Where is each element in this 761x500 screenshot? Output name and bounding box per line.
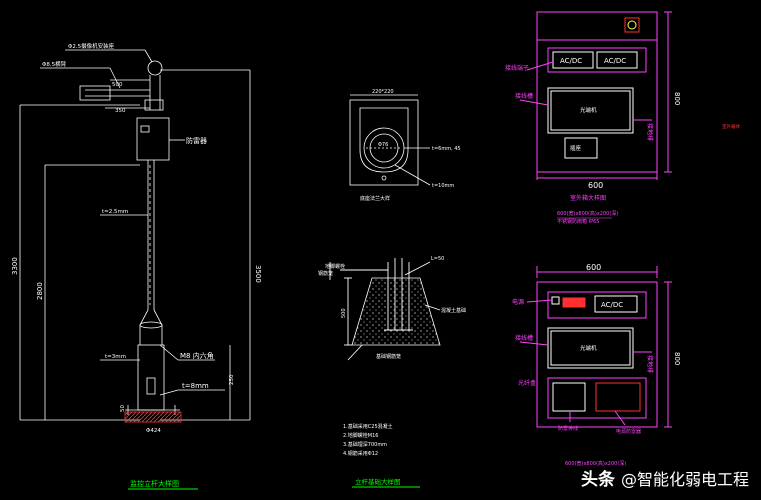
pole-arm-dim-b: 350 (115, 108, 126, 114)
cabinet-1-spec-2: 不锈钢防雨箱 IP65 (557, 218, 599, 225)
pole-thickness-label: t=2.5mm (102, 209, 128, 215)
pole-dim-base-h: 250 (229, 374, 235, 385)
pole-note-top: Φ2.5摄像机安装座 (68, 42, 115, 50)
foundation-top-dim: L=50 (431, 256, 444, 262)
cabinet-1-side-note: 室外箱体 (722, 123, 740, 130)
pole-drawing (19, 49, 251, 421)
foundation-label-rebar: 钢筋笼 (318, 270, 333, 277)
flange-drawing (349, 94, 431, 186)
foundation-label-bolt: 地脚螺栓 (325, 263, 345, 270)
cabinet-1-acdc-1: AC/DC (560, 57, 582, 65)
foundation-note-1: 1.基础采用C25混凝土 (343, 423, 393, 430)
pole-thickness-base-label: t=3mm (105, 354, 126, 360)
pole-box-label: 防雷器 (186, 136, 207, 145)
cabinet-2-acdc: AC/DC (601, 301, 623, 309)
cabinet-1-label-ground: 接地排 (646, 123, 654, 141)
flange-top-dim: 220*220 (372, 89, 394, 95)
watermark-handle: @智能化弱电工程 (620, 469, 749, 489)
cabinet-2-label-sensor: 光纤盒 (518, 379, 536, 387)
pole-title: 监控立杆大样图 (130, 479, 179, 488)
pole-base-plate (124, 411, 182, 423)
foundation-note-3: 3.基础埋深700mm (343, 441, 387, 448)
foundation-title: 立杆基础大样图 (355, 477, 401, 486)
cabinet-2-label-power: 电源 (512, 298, 524, 306)
cabinet-2-label-wiring: 接线槽 (515, 334, 533, 342)
cabinet-1-drawing (519, 11, 672, 180)
flange-note-1: t=6mm, 45 (432, 146, 461, 152)
cabinet-2-label-ground: 接地排 (646, 355, 654, 373)
cabinet-1-width: 600 (588, 181, 603, 190)
cabinet-2-label-bottom-1: 防雷排线 (558, 425, 578, 432)
cabinet-1-label-socket: 插座 (570, 144, 582, 152)
foundation-caption-small: 基础钢筋笼 (376, 353, 401, 360)
cabinet-1-label-device: 光端机 (580, 106, 597, 114)
cabinet-2-drawing (519, 266, 672, 428)
foundation-dim-h: 500 (341, 308, 347, 318)
cabinet-1-label-terminal: 接线端子 (505, 64, 529, 72)
foundation-note-4: 4.钢筋采用Φ12 (343, 450, 378, 457)
cabinet-2-width: 600 (586, 263, 601, 272)
watermark: 头条 @智能化弱电工程 (580, 465, 749, 491)
flange-note-2: t=10mm (432, 183, 454, 189)
pole-dim-low: 2800 (36, 282, 44, 300)
cabinet-1-spec-1: 600(宽)x800(高)x200(深) (557, 210, 618, 217)
pole-dim-foot: 50 (120, 405, 126, 412)
pole-note-arm: Φ8.5横臂 (42, 60, 67, 68)
foundation-label-concrete: 混凝土基础 (441, 307, 466, 314)
foundation-drawing (329, 258, 441, 361)
cabinet-2-spec: 600(宽)x800(高)x200(深) (565, 460, 626, 467)
pole-dim-pole: 3500 (254, 265, 262, 283)
foundation-note-2: 2.地脚螺栓M16 (343, 432, 378, 439)
flange-caption: 底座法兰大样 (360, 195, 390, 202)
pole-arm-dim-a: 500 (112, 82, 123, 88)
pole-base-width: Φ424 (146, 428, 161, 434)
pole-bolt-label: M8 内六角 (180, 351, 214, 360)
pole-dim-total: 3300 (11, 257, 19, 275)
cabinet-1-title: 室外箱大样图 (570, 194, 606, 202)
cabinet-2-label-device: 光端机 (580, 344, 597, 352)
cabinet-2-height: 800 (673, 352, 681, 365)
flange-circle-label: Φ76 (378, 142, 388, 148)
cabinet-1-acdc-2: AC/DC (604, 57, 626, 65)
pole-plate-label: t=8mm (182, 382, 209, 390)
watermark-brand: 头条 (580, 470, 615, 490)
cabinet-1-label-wiring: 接线槽 (515, 92, 533, 100)
cabinet-2-label-bottom-2: 电源防雷器 (616, 428, 641, 435)
cabinet-1-height: 800 (673, 92, 681, 105)
